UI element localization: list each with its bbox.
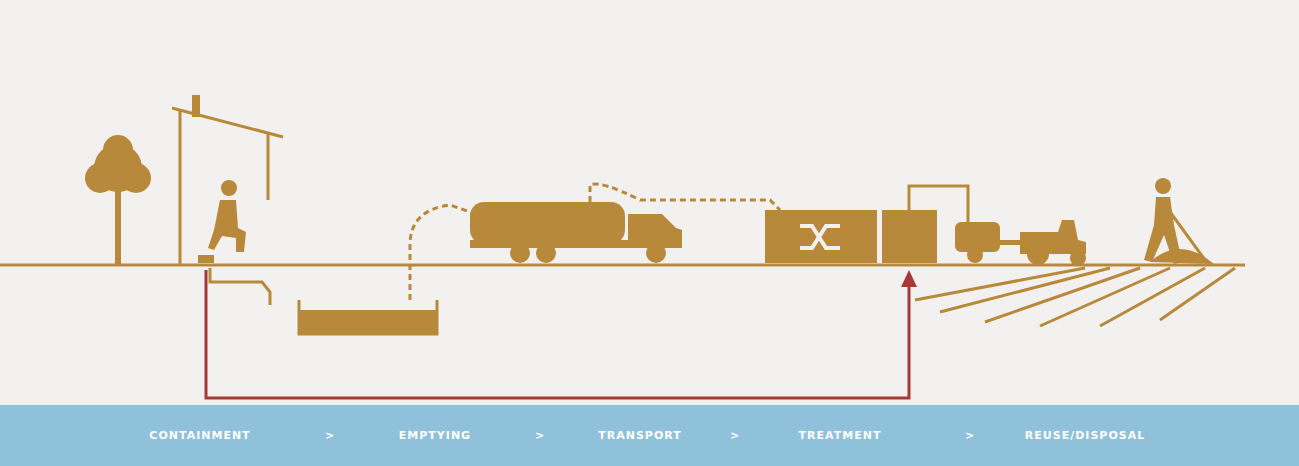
stage-label: EMPTYING <box>399 429 471 442</box>
stage-label: > <box>965 429 975 442</box>
stage-label: > <box>325 429 335 442</box>
stage-label: REUSE/DISPOSAL <box>1025 429 1145 442</box>
stage-label: CONTAINMENT <box>149 429 250 442</box>
process-stage-band: CONTAINMENT > EMPTYING > TRANSPORT > TREATMENT… <box>0 405 1299 466</box>
stage-label: TRANSPORT <box>598 429 682 442</box>
stage-label: TREATMENT <box>799 429 882 442</box>
stage-label: > <box>535 429 545 442</box>
stage-label: > <box>730 429 740 442</box>
